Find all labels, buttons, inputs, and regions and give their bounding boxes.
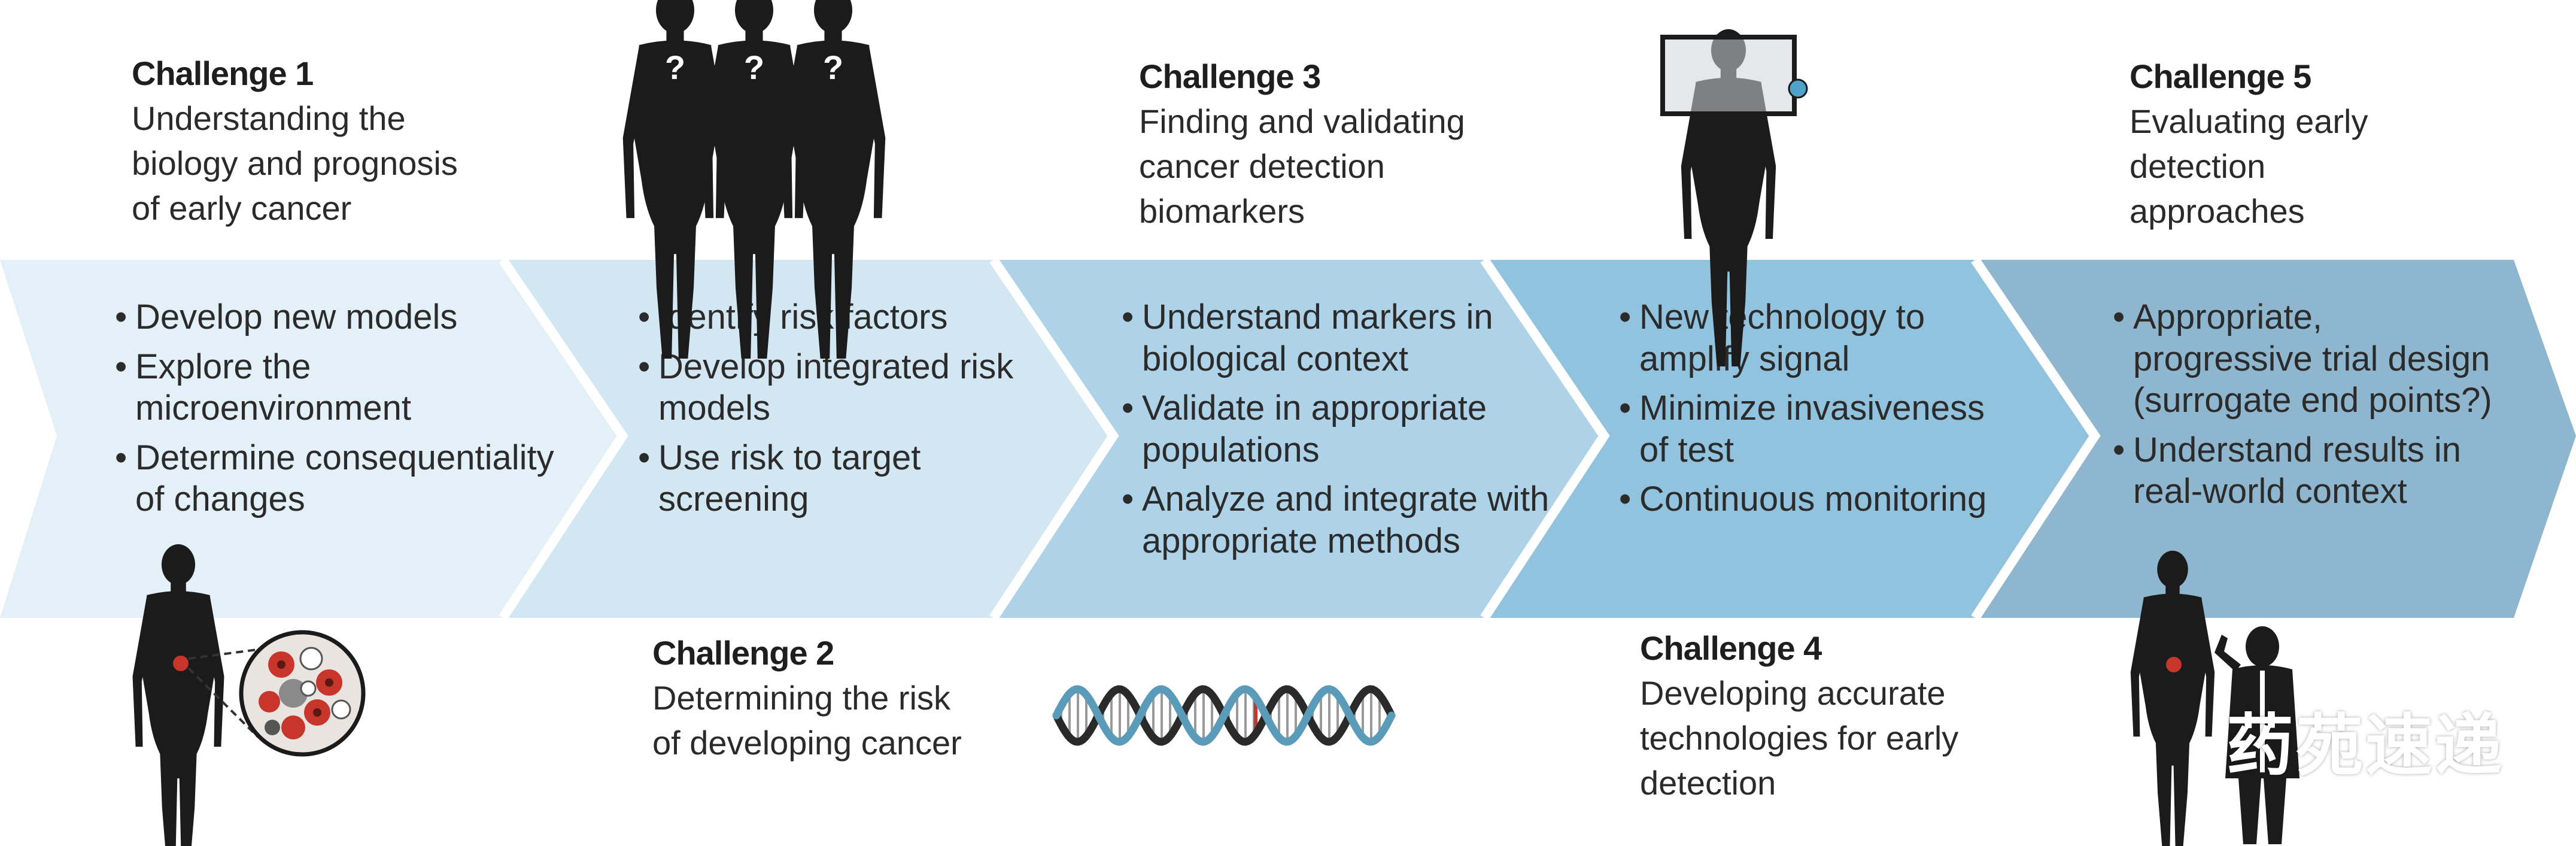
challenge-line: Developing accurate — [1640, 674, 1946, 712]
bullet-line: Analyze and integrate with — [1142, 480, 1550, 519]
bullet-item: Continuous monitoring — [1619, 478, 1986, 520]
bullet-line: Understand markers in — [1142, 298, 1493, 336]
bullet-item: Develop new models — [115, 296, 554, 338]
bullet-line: Explore the — [135, 347, 311, 386]
challenge-2: Challenge 2 Determining the risk of deve… — [652, 635, 1071, 765]
bullet-line: Validate in appropriate — [1142, 389, 1487, 428]
question-mark: ? — [744, 48, 764, 86]
challenge-description: Determining the risk of developing cance… — [652, 675, 1071, 765]
bullet-item: Appropriate,progressive trial design(sur… — [2113, 296, 2492, 422]
doctor-coat-stripe — [2260, 671, 2265, 772]
dna-strand-blue — [1052, 685, 1396, 746]
challenge-line: cancer detection — [1139, 147, 1385, 185]
challenge-title: Challenge 1 — [132, 54, 314, 92]
stage-2-bullets: Identify risk factorsDevelop integrated … — [638, 296, 1013, 528]
bullet-line: Continuous monitoring — [1639, 480, 1987, 519]
bullet-line: Appropriate, — [2133, 298, 2322, 336]
tumor-cells — [259, 647, 351, 739]
tumor-spot — [173, 656, 189, 671]
bullet-line: models — [658, 389, 770, 428]
bullet-line: Use risk to target — [658, 438, 921, 477]
bullet-line: Develop integrated risk — [658, 347, 1014, 386]
challenge-line: detection — [1640, 763, 1776, 802]
challenge-title: Challenge 2 — [652, 634, 834, 672]
scanner-panel — [1660, 35, 1797, 116]
challenge-title: Challenge 5 — [2130, 57, 2311, 95]
bullet-line: New technology to — [1639, 298, 1925, 336]
challenge-description: Understanding the biology and prognosis … — [132, 96, 551, 231]
person-silhouette — [132, 544, 224, 846]
challenge-1: Challenge 1 Understanding the biology an… — [132, 55, 551, 231]
scanner-light — [1788, 78, 1808, 99]
doctor-patient-icon — [2130, 550, 2299, 846]
bullet-line: appropriate methods — [1142, 521, 1460, 560]
bullet-line: Understand results in — [2133, 430, 2462, 469]
bullet-line: microenvironment — [135, 389, 411, 428]
challenge-line: of early cancer — [132, 189, 352, 227]
bullet-line: biological context — [1142, 339, 1408, 378]
tumor-spot — [2166, 657, 2182, 672]
challenge-title: Challenge 4 — [1640, 629, 1822, 667]
bullet-line: (surrogate end points?) — [2133, 381, 2492, 420]
question-mark: ? — [823, 48, 843, 86]
challenge-4: Challenge 4 Developing accurate technolo… — [1640, 630, 2059, 805]
bullet-line: Develop new models — [135, 298, 458, 336]
zoom-line — [187, 667, 259, 738]
challenge-line: approaches — [2130, 192, 2305, 230]
challenge-description: Developing accurate technologies for ear… — [1640, 671, 2059, 805]
stage-5-bullets: Appropriate,progressive trial design(sur… — [2113, 296, 2492, 520]
patient-silhouette — [2130, 550, 2215, 846]
challenge-line: of developing cancer — [652, 723, 962, 762]
person-with-tumor-icon — [132, 544, 366, 846]
bullet-item: Identify risk factors — [638, 296, 1013, 338]
challenge-line: Finding and validating — [1139, 102, 1465, 140]
bullet-line: progressive trial design — [2133, 339, 2490, 378]
stage-1-bullets: Develop new modelsExplore themicroenviro… — [115, 296, 554, 528]
bullet-line: amplify signal — [1639, 339, 1850, 378]
challenge-description: Finding and validating cancer detection … — [1139, 99, 1558, 234]
challenge-3: Challenge 3 Finding and validating cance… — [1139, 58, 1558, 234]
bullet-line: of changes — [135, 480, 305, 519]
challenge-line: Understanding the — [132, 99, 406, 137]
bullet-line: screening — [658, 480, 809, 519]
bullet-line: populations — [1142, 430, 1320, 469]
challenge-line: Determining the risk — [652, 678, 950, 717]
bullet-line: real-world context — [2133, 472, 2407, 511]
dna-helix-icon — [1052, 685, 1396, 746]
watermark-text: 药苑速递 — [2226, 707, 2504, 785]
challenge-line: biomarkers — [1139, 192, 1305, 230]
separator-2 — [989, 257, 1119, 621]
bullet-line: Minimize invasiveness — [1639, 389, 1985, 428]
challenge-line: Evaluating early — [2130, 102, 2368, 140]
question-mark: ? — [665, 48, 685, 86]
separator-4 — [1971, 257, 2101, 621]
challenge-line: biology and prognosis — [132, 144, 458, 182]
challenge-5: Challenge 5 Evaluating early detection a… — [2130, 58, 2548, 234]
challenge-title: Challenge 3 — [1139, 57, 1321, 95]
bullet-line: Determine consequentiality — [135, 438, 554, 477]
challenge-description: Evaluating early detection approaches — [2130, 99, 2548, 234]
challenge-line: detection — [2130, 147, 2266, 185]
bullet-line: Identify risk factors — [658, 298, 948, 336]
bullet-line: of test — [1639, 430, 1734, 469]
body-scanner-icon — [1660, 29, 1808, 367]
challenge-line: technologies for early — [1640, 718, 1959, 757]
